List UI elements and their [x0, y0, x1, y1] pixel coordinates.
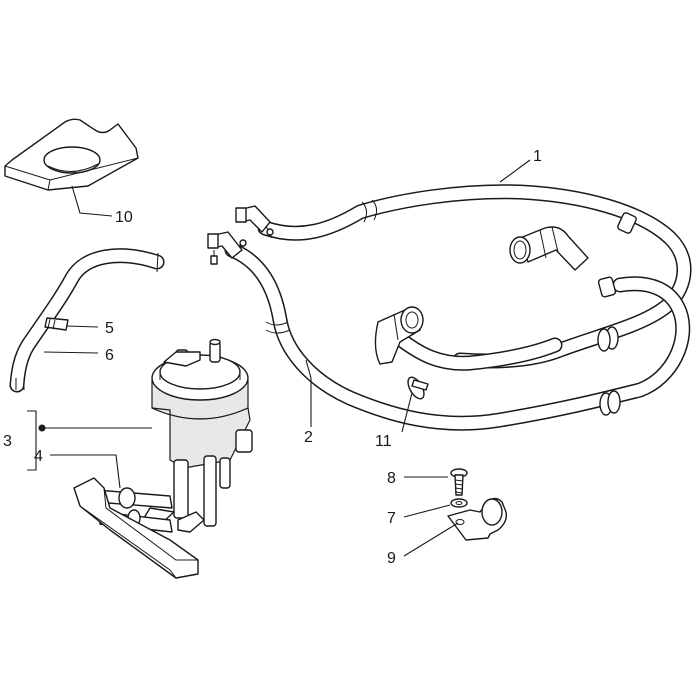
callout-6: 6 — [105, 347, 114, 364]
callout-1: 1 — [533, 148, 542, 165]
elbow-fitting-upper — [509, 226, 589, 271]
fuel-pump-assembly — [73, 338, 253, 579]
callout-4: 4 — [34, 448, 43, 465]
nozzle-connector-upper — [235, 205, 274, 239]
callout-3: 3 — [3, 433, 12, 450]
hose-2 — [224, 242, 691, 431]
callout-10: 10 — [115, 209, 133, 226]
callout-5: 5 — [105, 320, 114, 337]
screw — [450, 468, 468, 496]
elbow-fitting-lower — [374, 306, 424, 365]
washer — [450, 498, 468, 508]
callout-9: 9 — [387, 550, 396, 567]
inner-hose — [387, 327, 563, 371]
callout-2: 2 — [304, 429, 313, 446]
loose-hose — [9, 248, 165, 393]
callout-11: 11 — [375, 433, 392, 450]
gasket-plate — [4, 118, 139, 191]
callout-7: 7 — [387, 510, 396, 527]
nozzle-connector-lower — [207, 231, 247, 265]
hose-clamp — [407, 376, 429, 400]
hose-1 — [257, 184, 692, 369]
hose-clip — [44, 317, 69, 331]
bullet-dot — [38, 424, 46, 432]
callout-8: 8 — [387, 470, 396, 487]
bracket — [447, 497, 508, 541]
leader-lines — [27, 159, 531, 557]
